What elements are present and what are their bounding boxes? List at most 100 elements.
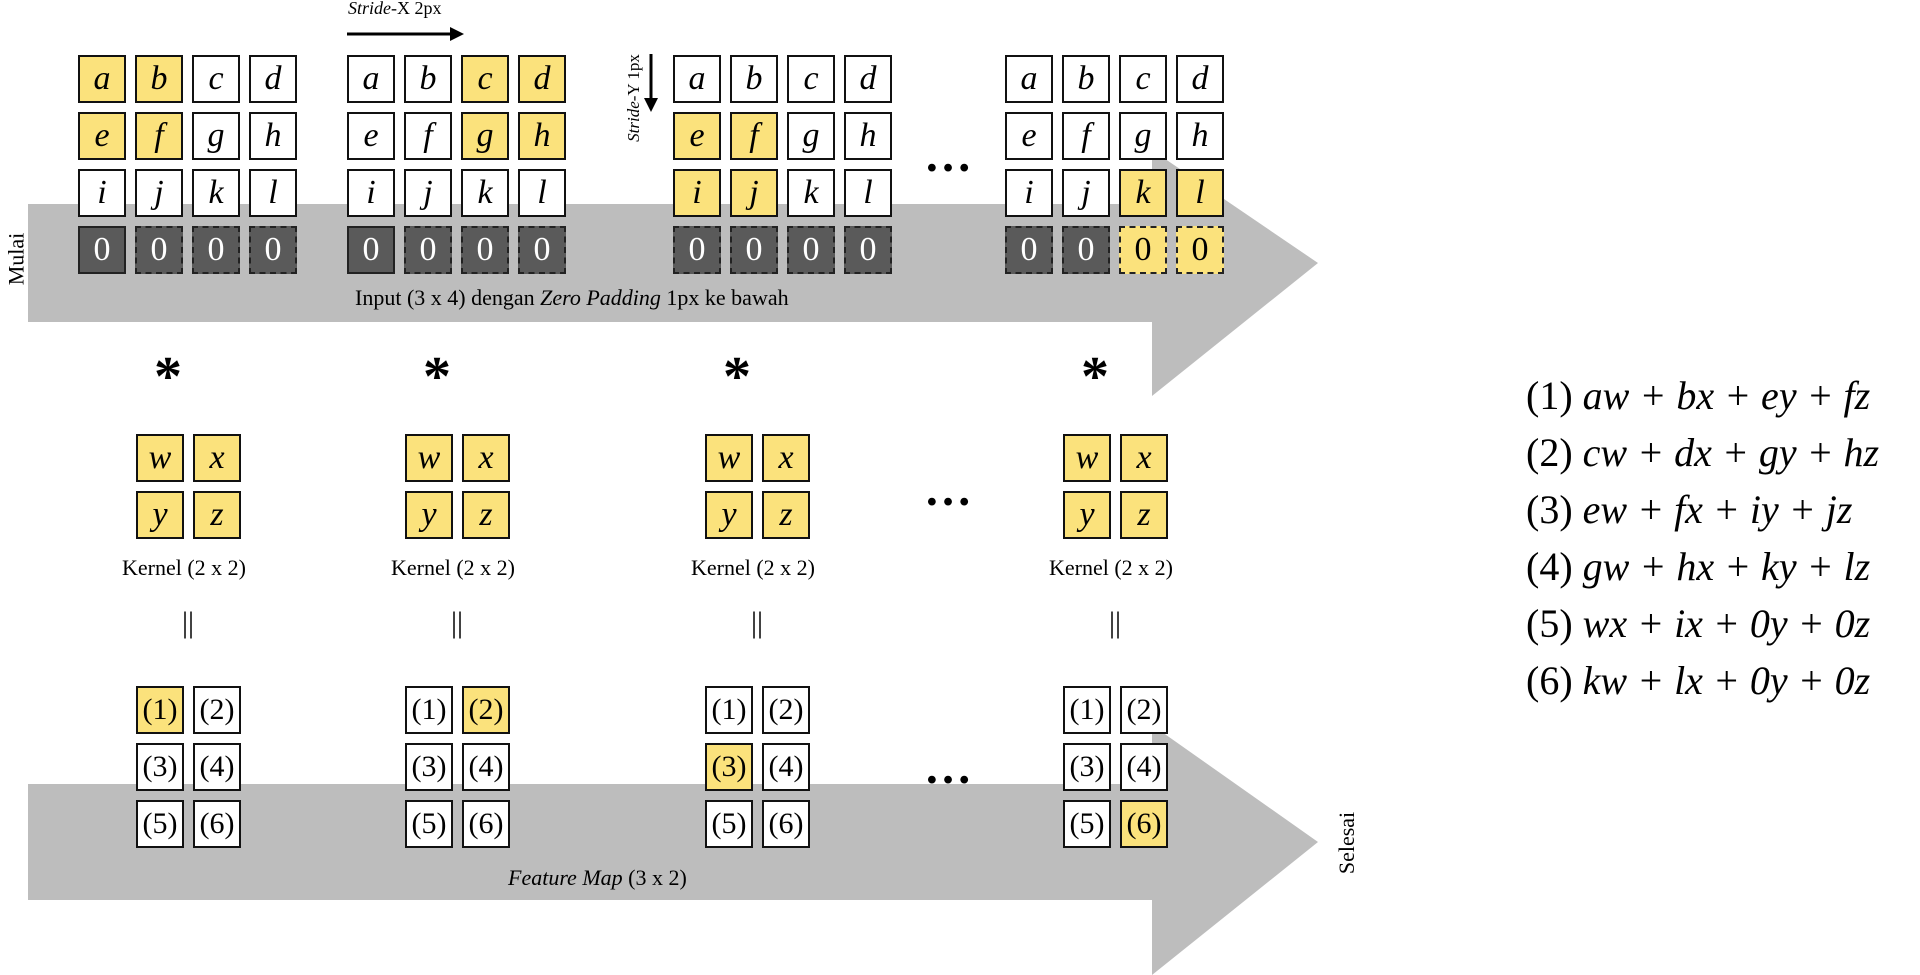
input-cell-i: i xyxy=(1005,169,1053,217)
feature-cell: (3) xyxy=(705,743,753,791)
input-cell-l: l xyxy=(249,169,297,217)
input-cell-pad: 0 xyxy=(1176,226,1224,274)
stride-y-label: Stride-Y 1px xyxy=(623,54,643,142)
kernel-caption: Kernel (2 x 2) xyxy=(691,555,816,580)
input-cell-j: j xyxy=(135,169,183,217)
input-cell-a: a xyxy=(673,55,721,103)
equals-sign: || xyxy=(450,606,463,639)
input-cell-b: b xyxy=(404,55,452,103)
input-cell-f: f xyxy=(1062,112,1110,160)
input-cell-j: j xyxy=(1062,169,1110,217)
equals-sign: || xyxy=(1108,606,1121,639)
input-cell-a: a xyxy=(347,55,395,103)
convolution-operator: * xyxy=(1081,346,1109,408)
input-cell-i: i xyxy=(673,169,721,217)
kernel-caption: Kernel (2 x 2) xyxy=(122,555,247,580)
feature-cell: (6) xyxy=(1120,800,1168,848)
input-cell-b: b xyxy=(135,55,183,103)
feature-caption: Feature Map (3 x 2) xyxy=(508,865,687,890)
formula-item: (5) wx + ix + 0y + 0z xyxy=(1526,600,1870,647)
feature-cell: (2) xyxy=(1120,686,1168,734)
formula-item: (1) aw + bx + ey + fz xyxy=(1526,372,1870,419)
input-caption: Input (3 x 4) dengan Zero Padding 1px ke… xyxy=(355,285,789,310)
input-cell-pad: 0 xyxy=(730,226,778,274)
kernel-cell-x: x xyxy=(193,434,241,482)
feature-cell: (2) xyxy=(762,686,810,734)
formula-expression: ew + fx + iy + jz xyxy=(1582,487,1853,532)
input-cell-j: j xyxy=(404,169,452,217)
kernel-cell-x: x xyxy=(1120,434,1168,482)
formula-number: (2) xyxy=(1526,430,1583,475)
formula-number: (1) xyxy=(1526,373,1583,418)
input-cell-d: d xyxy=(844,55,892,103)
formula-expression: kw + lx + 0y + 0z xyxy=(1582,658,1871,703)
formula-item: (6) kw + lx + 0y + 0z xyxy=(1526,657,1870,704)
end-label: Selesai xyxy=(1334,811,1360,875)
input-cell-g: g xyxy=(787,112,835,160)
formula-expression: gw + hx + ky + lz xyxy=(1582,544,1871,589)
input-cell-c: c xyxy=(1119,55,1167,103)
input-cell-pad: 0 xyxy=(347,226,395,274)
input-cell-a: a xyxy=(78,55,126,103)
input-cell-l: l xyxy=(1176,169,1224,217)
kernel-cell-w: w xyxy=(1063,434,1111,482)
input-cell-pad: 0 xyxy=(135,226,183,274)
input-cell-i: i xyxy=(347,169,395,217)
kernel-cell-w: w xyxy=(705,434,753,482)
input-cell-pad: 0 xyxy=(404,226,452,274)
input-cell-k: k xyxy=(461,169,509,217)
kernel-cell-z: z xyxy=(762,491,810,539)
input-cell-l: l xyxy=(518,169,566,217)
feature-cell: (5) xyxy=(1063,800,1111,848)
input-cell-k: k xyxy=(1119,169,1167,217)
input-cell-h: h xyxy=(844,112,892,160)
formula-expression: wx + ix + 0y + 0z xyxy=(1582,601,1871,646)
formula-item: (3) ew + fx + iy + jz xyxy=(1526,486,1852,533)
formula-expression: cw + dx + gy + hz xyxy=(1582,430,1880,475)
input-cell-b: b xyxy=(1062,55,1110,103)
input-cell-l: l xyxy=(844,169,892,217)
input-cell-a: a xyxy=(1005,55,1053,103)
formula-number: (5) xyxy=(1526,601,1583,646)
feature-cell: (3) xyxy=(1063,743,1111,791)
convolution-operator: * xyxy=(423,346,451,408)
ellipsis-input: … xyxy=(924,129,974,182)
input-cell-g: g xyxy=(192,112,240,160)
feature-cell: (4) xyxy=(193,743,241,791)
input-cell-pad: 0 xyxy=(192,226,240,274)
feature-cell: (1) xyxy=(705,686,753,734)
input-cell-j: j xyxy=(730,169,778,217)
kernel-cell-x: x xyxy=(462,434,510,482)
input-cell-f: f xyxy=(135,112,183,160)
input-cell-h: h xyxy=(249,112,297,160)
input-cell-h: h xyxy=(1176,112,1224,160)
input-cell-pad: 0 xyxy=(787,226,835,274)
kernel-cell-y: y xyxy=(705,491,753,539)
kernel-caption: Kernel (2 x 2) xyxy=(391,555,516,580)
kernel-cell-y: y xyxy=(136,491,184,539)
input-cell-d: d xyxy=(249,55,297,103)
input-cell-c: c xyxy=(787,55,835,103)
feature-cell: (4) xyxy=(762,743,810,791)
feature-cell: (6) xyxy=(193,800,241,848)
input-cell-k: k xyxy=(192,169,240,217)
feature-cell: (3) xyxy=(405,743,453,791)
feature-cell: (2) xyxy=(193,686,241,734)
input-cell-g: g xyxy=(461,112,509,160)
input-cell-e: e xyxy=(673,112,721,160)
input-cell-pad: 0 xyxy=(518,226,566,274)
input-cell-pad: 0 xyxy=(1062,226,1110,274)
input-cell-d: d xyxy=(1176,55,1224,103)
feature-cell: (4) xyxy=(462,743,510,791)
feature-cell: (6) xyxy=(462,800,510,848)
input-cell-i: i xyxy=(78,169,126,217)
ellipsis-kernel: … xyxy=(924,463,974,516)
input-cell-e: e xyxy=(78,112,126,160)
kernel-cell-x: x xyxy=(762,434,810,482)
input-cell-f: f xyxy=(404,112,452,160)
input-cell-g: g xyxy=(1119,112,1167,160)
feature-cell: (2) xyxy=(462,686,510,734)
feature-cell: (5) xyxy=(136,800,184,848)
input-cell-pad: 0 xyxy=(461,226,509,274)
input-cell-f: f xyxy=(730,112,778,160)
